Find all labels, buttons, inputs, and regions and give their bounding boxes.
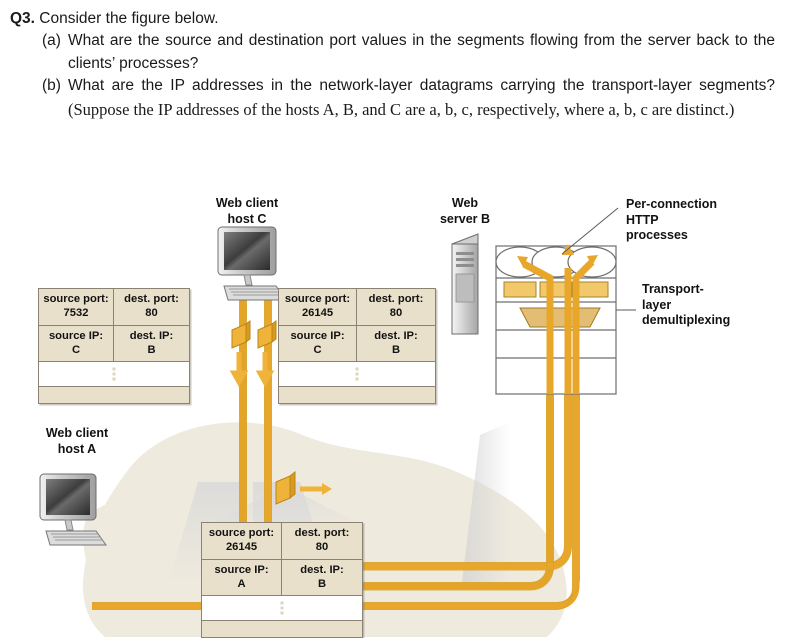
dest-port-cell: dest. port: 80 [114, 289, 189, 326]
source-ip-label: source IP: [214, 563, 269, 576]
source-ip-value: C [313, 343, 322, 356]
socket-rect-1 [503, 281, 537, 298]
question-block: Q3. Consider the figure below. (a) What … [0, 0, 785, 122]
host-c-computer-icon [217, 226, 287, 301]
dest-ip-label: dest. IP: [129, 329, 174, 342]
socket-rect-3 [575, 281, 609, 298]
question-intro-line: Q3. Consider the figure below. [10, 8, 775, 30]
vertical-ellipsis-icon [280, 601, 284, 615]
server-b-tower-icon [451, 233, 479, 335]
source-ip-cell: source IP: C [39, 325, 114, 363]
source-ip-cell: source IP: C [279, 325, 357, 363]
dest-port-value: 80 [315, 541, 329, 554]
question-item-b-text: What are the IP addresses in the network… [68, 75, 775, 122]
question-item-a-marker: (a) [42, 32, 61, 50]
source-port-label: source port: [208, 527, 275, 539]
figure-canvas [39, 207, 636, 637]
question-item-b-text-serif: (Suppose the IP addresses of the hosts A… [68, 99, 735, 119]
label-host-a: Web client host A [45, 426, 109, 456]
source-port-value: 26145 [301, 307, 334, 320]
label-host-c: Web client host C [215, 196, 279, 226]
dest-ip-cell: dest. IP: B [357, 325, 435, 363]
segment-row-ellipsis [39, 362, 189, 388]
question-item-b: (b) What are the IP addresses in the net… [42, 75, 775, 122]
segment-row-ips: source IP: C dest. IP: B [279, 325, 435, 363]
source-port-cell: source port: 26145 [279, 289, 357, 326]
question-item-b-marker: (b) [42, 77, 61, 95]
label-server-b: Web server B [439, 196, 491, 226]
server-upward-arrows [517, 244, 598, 394]
dest-port-cell: dest. port: 80 [282, 523, 362, 560]
segment-row-ports: source port: 26145 dest. port: 80 [279, 289, 435, 326]
segment-table-host-c-7532: source port: 7532 dest. port: 80 source … [38, 288, 190, 405]
question-item-a-text: What are the source and destination port… [68, 32, 775, 72]
host-a-computer-icon [39, 473, 107, 546]
source-port-label: source port: [284, 293, 351, 305]
label-transport-layer-demultiplexing: Transport- layer demultiplexing [642, 282, 731, 327]
dest-port-value: 80 [389, 307, 403, 320]
server-protocol-stack [495, 245, 617, 395]
source-ip-value: C [71, 343, 81, 356]
dest-ip-value: B [147, 343, 156, 356]
dest-port-label: dest. port: [294, 527, 350, 539]
dest-ip-cell: dest. IP: B [114, 325, 189, 363]
source-port-label: source port: [43, 293, 109, 305]
segment-table-host-c-26145: source port: 26145 dest. port: 80 source… [278, 288, 436, 405]
question-item-b-text-sans: What are the IP addresses in the network… [68, 77, 775, 95]
segment-row-payload [279, 387, 435, 404]
segment-row-ports: source port: 26145 dest. port: 80 [202, 523, 362, 560]
callout-leaders [561, 207, 636, 311]
segment-table-host-a-26145: source port: 26145 dest. port: 80 source… [201, 522, 363, 638]
dest-ip-label: dest. IP: [374, 329, 418, 342]
dest-ip-value: B [391, 343, 401, 356]
dest-ip-cell: dest. IP: B [282, 559, 362, 597]
segment-row-ips: source IP: C dest. IP: B [39, 325, 189, 363]
dest-port-value: 80 [145, 307, 158, 320]
dest-port-cell: dest. port: 80 [357, 289, 435, 326]
label-per-connection-http-processes: Per-connection HTTP processes [626, 197, 717, 242]
vertical-ellipsis-icon [355, 367, 359, 381]
leader-processes [561, 207, 619, 255]
demultiplexing-figure: Web client host C Web client host A Web … [0, 182, 785, 638]
source-port-value: 7532 [63, 307, 89, 320]
question-item-a: (a) What are the source and destination … [42, 30, 775, 75]
question-intro-text: Consider the figure below. [39, 10, 219, 27]
packet-markers-host-c [229, 320, 277, 388]
source-port-cell: source port: 7532 [39, 289, 114, 326]
dest-port-label: dest. port: [124, 293, 179, 305]
segment-row-payload [39, 387, 189, 404]
vertical-ellipsis-icon [112, 367, 116, 381]
source-ip-cell: source IP: A [202, 559, 282, 597]
question-number: Q3. [10, 10, 35, 27]
segment-row-ports: source port: 7532 dest. port: 80 [39, 289, 189, 326]
source-ip-label: source IP: [48, 329, 104, 342]
dest-ip-label: dest. IP: [300, 563, 344, 576]
packet-marker-host-a [275, 470, 332, 505]
source-ip-label: source IP: [290, 329, 345, 342]
segment-row-ellipsis [202, 596, 362, 622]
segment-row-payload [202, 621, 362, 638]
source-ip-value: A [237, 577, 246, 590]
segment-row-ips: source IP: A dest. IP: B [202, 559, 362, 597]
dest-ip-value: B [317, 577, 327, 590]
source-port-value: 26145 [225, 541, 258, 554]
source-port-cell: source port: 26145 [202, 523, 282, 560]
demux-trapezoid [519, 307, 601, 328]
segment-row-ellipsis [279, 362, 435, 388]
dest-port-label: dest. port: [368, 293, 424, 305]
